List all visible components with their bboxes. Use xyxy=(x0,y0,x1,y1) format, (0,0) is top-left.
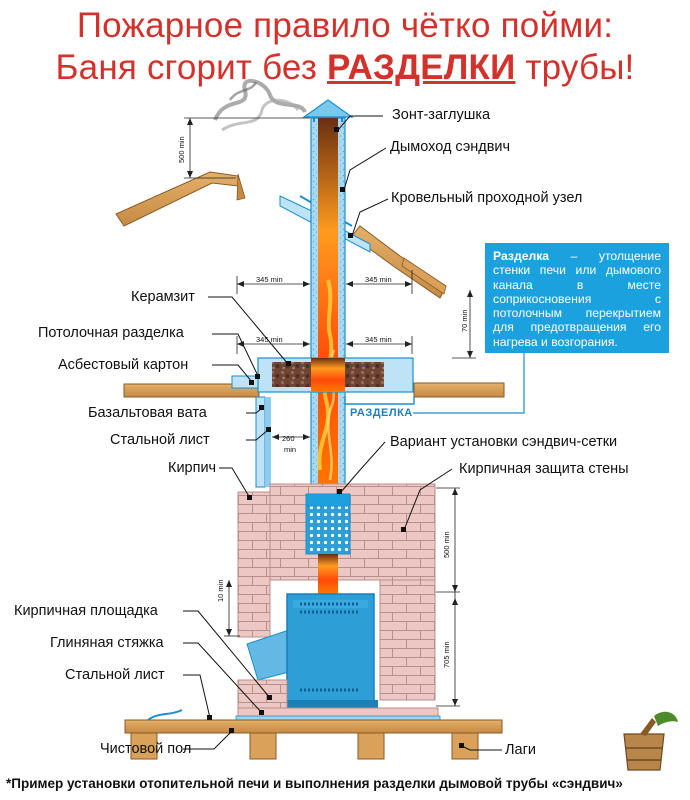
stove xyxy=(246,593,378,708)
label-roof-pass-node: Кровельный проходной узел xyxy=(391,190,583,206)
label-joists: Лаги xyxy=(505,742,536,758)
label-steel-sheet-top: Стальной лист xyxy=(110,432,210,448)
roof-right xyxy=(299,195,447,299)
dim-500-wall: 500 min xyxy=(442,531,451,558)
footnote: *Пример установки отопительной печи и вы… xyxy=(6,776,623,791)
wall-insulation xyxy=(255,396,271,488)
label-brick: Кирпич xyxy=(168,460,217,476)
title-emphasis: РАЗДЕЛКИ xyxy=(327,48,516,87)
callout-text: – утолщение стенки печи или дымового кан… xyxy=(493,249,661,349)
umbrella-cap xyxy=(302,99,354,122)
dim-260: 260 xyxy=(282,434,295,443)
dim-345-roof-left: 345 min xyxy=(256,275,283,284)
dim-500-top: 500 min xyxy=(177,136,186,163)
finish-floor xyxy=(124,709,503,734)
label-ceiling-separation: Потолочная разделка xyxy=(38,325,184,341)
dimension-lines xyxy=(184,117,476,707)
label-clay-screed: Глиняная стяжка xyxy=(50,635,164,651)
label-steel-sheet-bottom: Стальной лист xyxy=(65,667,165,683)
dim-10: 10 min xyxy=(216,579,225,602)
label-brick-platform: Кирпичная площадка xyxy=(14,603,158,619)
razdelka-bracket xyxy=(344,396,415,405)
label-expanded-clay: Керамзит xyxy=(131,289,195,305)
joists xyxy=(130,732,479,760)
ceiling-separation-box xyxy=(257,357,414,393)
dim-705: 705 min xyxy=(442,641,451,668)
razdelka-callout: Разделка – утолщение стенки печи или дым… xyxy=(485,243,669,353)
sandwich-chimney xyxy=(310,117,346,499)
label-umbrella-cap: Зонт-заглушка xyxy=(392,107,491,123)
ceiling-boards xyxy=(123,375,505,398)
dim-260-unit: min xyxy=(284,445,297,454)
sandwich-mesh xyxy=(305,493,351,594)
brick-column xyxy=(237,491,271,638)
label-asbestos-board: Асбестовый картон xyxy=(58,357,189,373)
brick-wall-protection xyxy=(269,483,436,701)
title-line-2-end: трубы! xyxy=(515,48,635,87)
razdelka-tag: РАЗДЕЛКА xyxy=(350,407,413,419)
leader-lines xyxy=(183,115,502,751)
title-line-2: Баня сгорит без РАЗДЕЛКИ трубы! xyxy=(0,46,690,90)
dim-345-roof-right: 345 min xyxy=(365,275,392,284)
label-finish-floor: Чистовой пол xyxy=(100,741,192,757)
dim-345-ceil-right: 345 min xyxy=(365,335,392,344)
label-sandwich-mesh: Вариант установки сэндвич-сетки xyxy=(390,434,618,450)
dim-70: 70 min xyxy=(460,309,469,332)
title-line-1: Пожарное правило чётко пойми: xyxy=(76,6,614,45)
label-basalt-wool: Базальтовая вата xyxy=(88,405,207,421)
label-brick-wall-protection: Кирпичная защита стены xyxy=(459,461,629,477)
leader-dots xyxy=(207,127,464,748)
smoke xyxy=(213,79,307,132)
title-line-2-start: Баня сгорит без xyxy=(55,48,327,87)
roof-left xyxy=(115,171,246,227)
callout-term: Разделка xyxy=(493,249,550,263)
logo-bucket-icon xyxy=(623,711,678,771)
dim-345-ceil-left: 345 min xyxy=(256,335,283,344)
dimension-arrows xyxy=(187,118,473,706)
label-sandwich-chimney: Дымоход сэндвич xyxy=(390,139,511,155)
